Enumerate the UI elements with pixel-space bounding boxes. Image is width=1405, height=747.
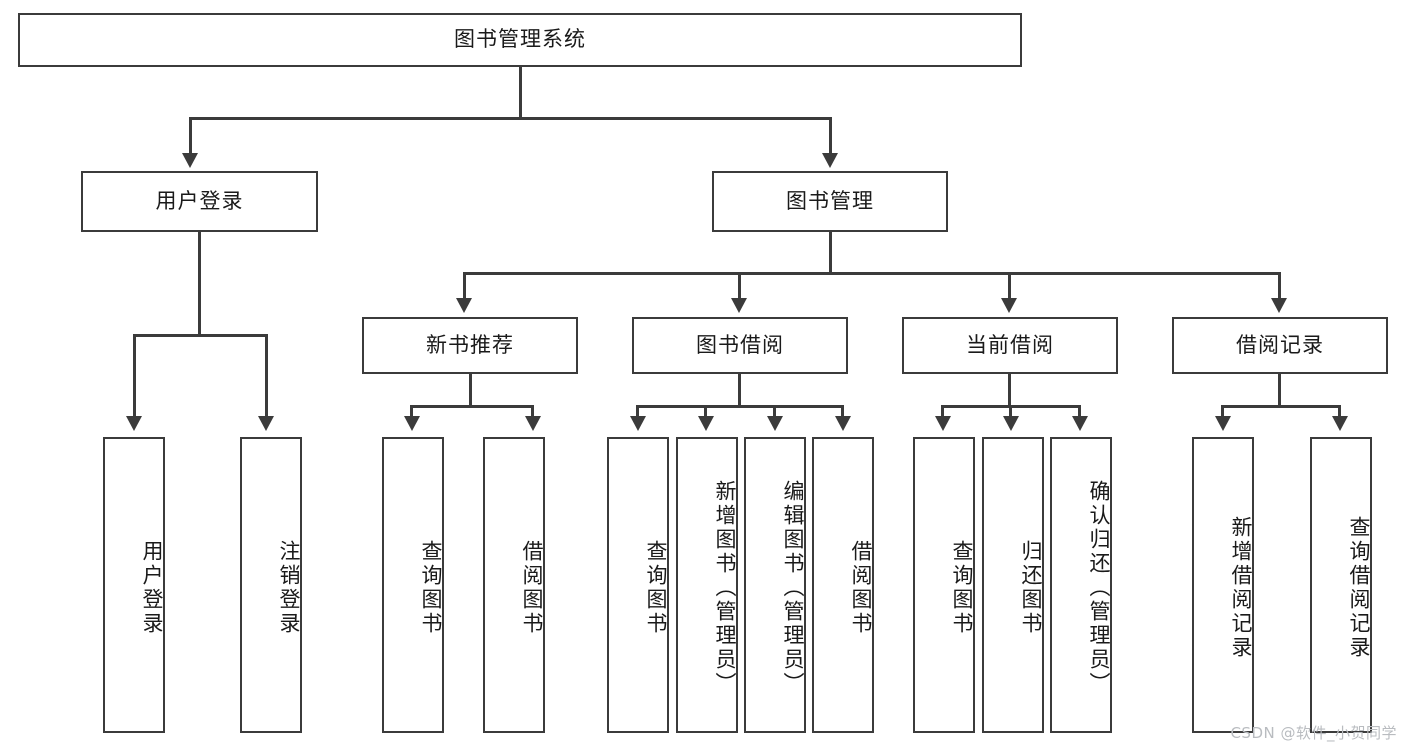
leaf-borrow-book[interactable]: 借阅图书 xyxy=(812,437,874,733)
edge-book-borrow-child-1 xyxy=(704,405,707,418)
node-label: 借阅记录 xyxy=(1236,332,1324,357)
edge-book-borrow-child-3 xyxy=(841,405,844,418)
leaf-borrow-book-recommend[interactable]: 借阅图书 xyxy=(483,437,545,733)
edge-book-borrow-bar xyxy=(636,405,844,408)
leaf-label: 用户登录 xyxy=(140,540,164,636)
leaf-label: 借阅图书 xyxy=(849,540,873,636)
arrow-new-book-child-1 xyxy=(525,416,541,431)
arrow-to-book-manage xyxy=(822,153,838,168)
leaf-logout[interactable]: 注销登录 xyxy=(240,437,302,733)
edge-borrow-record-bar xyxy=(1221,405,1341,408)
node-current-borrow[interactable]: 当前借阅 xyxy=(902,317,1118,374)
edge-new-book-bar xyxy=(410,405,534,408)
leaf-add-book-admin[interactable]: 新增图书（管理员） xyxy=(676,437,738,733)
leaf-query-book-borrow[interactable]: 查询图书 xyxy=(607,437,669,733)
arrow-borrow-record-child-0 xyxy=(1215,416,1231,431)
node-label: 图书管理系统 xyxy=(454,27,586,52)
node-label: 当前借阅 xyxy=(966,332,1054,357)
arrow-current-borrow-child-0 xyxy=(935,416,951,431)
arrow-user-login-child-1 xyxy=(258,416,274,431)
edge-root-trunk xyxy=(519,67,522,117)
arrow-book-borrow-child-1 xyxy=(698,416,714,431)
edge-user-login-bar xyxy=(133,334,268,337)
leaf-label: 查询图书 xyxy=(419,540,443,636)
arrow-book-borrow-child-2 xyxy=(767,416,783,431)
arrow-current-borrow-child-2 xyxy=(1072,416,1088,431)
leaf-label: 查询借阅记录 xyxy=(1347,516,1371,660)
leaf-label: 查询图书 xyxy=(644,540,668,636)
node-book-borrow[interactable]: 图书借阅 xyxy=(632,317,848,374)
arrow-to-book-borrow xyxy=(731,298,747,313)
edge-book-borrow-trunk xyxy=(738,374,741,405)
edge-to-current-borrow xyxy=(1008,272,1011,300)
leaf-query-book-current[interactable]: 查询图书 xyxy=(913,437,975,733)
edge-new-book-trunk xyxy=(469,374,472,405)
edge-to-book-manage xyxy=(829,117,832,155)
edge-new-book-child-0 xyxy=(410,405,413,418)
leaf-label: 新增借阅记录 xyxy=(1229,516,1253,660)
leaf-return-book[interactable]: 归还图书 xyxy=(982,437,1044,733)
arrow-current-borrow-child-1 xyxy=(1003,416,1019,431)
arrow-to-user-login xyxy=(182,153,198,168)
arrow-to-borrow-record xyxy=(1271,298,1287,313)
arrow-user-login-child-0 xyxy=(126,416,142,431)
edge-user-login-trunk xyxy=(198,232,201,334)
node-label: 图书借阅 xyxy=(696,332,784,357)
edge-borrow-record-trunk xyxy=(1278,374,1281,405)
edge-level3-bar xyxy=(463,272,1281,275)
edge-level2-bar xyxy=(189,117,832,120)
node-new-book-recommend[interactable]: 新书推荐 xyxy=(362,317,578,374)
node-book-management[interactable]: 图书管理 xyxy=(712,171,948,232)
edge-current-borrow-child-2 xyxy=(1078,405,1081,418)
edge-user-login-child-1 xyxy=(265,334,268,418)
arrow-to-current-borrow xyxy=(1001,298,1017,313)
leaf-confirm-return-admin[interactable]: 确认归还（管理员） xyxy=(1050,437,1112,733)
edge-to-book-borrow xyxy=(738,272,741,300)
node-label: 图书管理 xyxy=(786,188,874,213)
node-label: 新书推荐 xyxy=(426,332,514,357)
leaf-edit-book-admin[interactable]: 编辑图书（管理员） xyxy=(744,437,806,733)
leaf-label: 注销登录 xyxy=(277,540,301,636)
leaf-label: 新增图书（管理员） xyxy=(713,480,737,696)
node-user-login[interactable]: 用户登录 xyxy=(81,171,318,232)
edge-book-borrow-child-0 xyxy=(636,405,639,418)
edge-borrow-record-child-0 xyxy=(1221,405,1224,418)
arrow-book-borrow-child-0 xyxy=(630,416,646,431)
arrow-borrow-record-child-1 xyxy=(1332,416,1348,431)
node-borrow-record[interactable]: 借阅记录 xyxy=(1172,317,1388,374)
edge-book-manage-trunk xyxy=(829,232,832,272)
leaf-label: 归还图书 xyxy=(1019,540,1043,636)
edge-user-login-child-0 xyxy=(133,334,136,418)
edge-to-user-login xyxy=(189,117,192,155)
leaf-user-login[interactable]: 用户登录 xyxy=(103,437,165,733)
arrow-new-book-child-0 xyxy=(404,416,420,431)
leaf-label: 确认归还（管理员） xyxy=(1087,480,1111,696)
leaf-add-borrow-record[interactable]: 新增借阅记录 xyxy=(1192,437,1254,733)
edge-borrow-record-child-1 xyxy=(1338,405,1341,418)
edge-new-book-child-1 xyxy=(531,405,534,418)
edge-book-borrow-child-2 xyxy=(773,405,776,418)
edge-to-new-book xyxy=(463,272,466,300)
arrow-book-borrow-child-3 xyxy=(835,416,851,431)
edge-current-borrow-child-1 xyxy=(1009,405,1012,418)
leaf-query-book-recommend[interactable]: 查询图书 xyxy=(382,437,444,733)
node-label: 用户登录 xyxy=(155,188,244,213)
watermark-text: CSDN @软件_小贺同学 xyxy=(1230,724,1397,742)
leaf-query-borrow-record[interactable]: 查询借阅记录 xyxy=(1310,437,1372,733)
node-root-system[interactable]: 图书管理系统 xyxy=(18,13,1022,67)
leaf-label: 查询图书 xyxy=(950,540,974,636)
edge-to-borrow-record xyxy=(1278,272,1281,300)
edge-current-borrow-child-0 xyxy=(941,405,944,418)
edge-current-borrow-trunk xyxy=(1008,374,1011,405)
leaf-label: 编辑图书（管理员） xyxy=(781,480,805,696)
arrow-to-new-book xyxy=(456,298,472,313)
leaf-label: 借阅图书 xyxy=(520,540,544,636)
